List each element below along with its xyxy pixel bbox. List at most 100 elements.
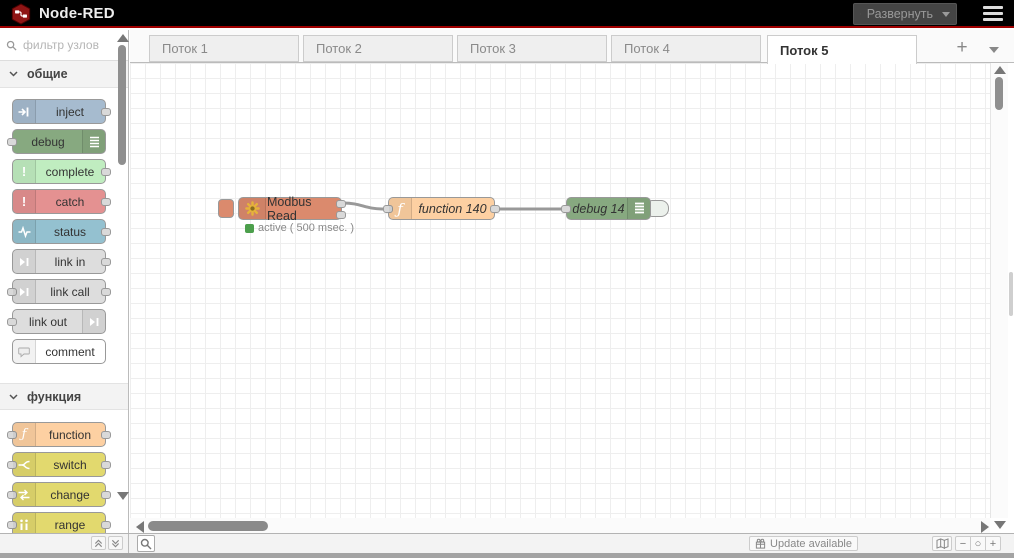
palette-scroll-up-icon[interactable] — [117, 34, 129, 42]
output-port — [101, 167, 111, 176]
palette-node-inject[interactable]: inject — [12, 99, 111, 124]
inject-icon — [18, 107, 29, 116]
double-chevron-down-icon — [111, 539, 120, 547]
canvas-hscrollbar-thumb[interactable] — [148, 521, 268, 531]
expand-all-button[interactable] — [108, 536, 123, 550]
canvas-node-modbus-read[interactable]: Modbus Read — [238, 195, 346, 223]
palette-node-complete[interactable]: ! complete — [12, 159, 111, 184]
palette-node-catch[interactable]: ! catch — [12, 189, 111, 214]
function-icon: ƒ — [397, 199, 403, 218]
palette-scroll-down-icon[interactable] — [117, 492, 129, 500]
tab-flow-5[interactable]: Поток 5 — [767, 35, 917, 64]
tab-flow-4[interactable]: Поток 4 — [611, 35, 761, 62]
input-port[interactable] — [383, 204, 393, 213]
palette-node-label: complete — [45, 164, 95, 179]
sidebar-splitter-handle[interactable] — [1009, 272, 1013, 316]
flow-list-caret-icon[interactable] — [989, 47, 999, 53]
canvas-hscrollbar-track[interactable] — [130, 518, 990, 533]
input-port — [7, 137, 17, 146]
palette-node-label: link in — [54, 254, 86, 269]
scroll-up-icon[interactable] — [994, 66, 1006, 74]
palette-node-comment[interactable]: comment — [12, 339, 106, 364]
node-status: active ( 500 msec. ) — [245, 222, 354, 234]
palette-category-function[interactable]: функция — [0, 383, 128, 410]
palette-node-range[interactable]: range — [7, 512, 111, 533]
deploy-button[interactable]: Развернуть — [853, 3, 957, 25]
main-menu-button[interactable] — [983, 6, 1003, 22]
double-chevron-up-icon — [94, 539, 103, 547]
update-available-button[interactable]: Update available — [749, 536, 858, 551]
link-out-icon — [89, 317, 98, 326]
palette-filter-input[interactable] — [21, 37, 113, 53]
wires-layer — [341, 201, 565, 211]
node-red-logo-icon — [11, 3, 31, 25]
zoom-controls: − ○ + — [955, 536, 1001, 551]
palette-category-function-nodes: ƒ function switch change range — [0, 410, 128, 533]
debug-enable-toggle[interactable] — [649, 200, 669, 217]
palette-node-label: status — [53, 224, 86, 239]
input-port — [7, 287, 17, 296]
collapse-all-button[interactable] — [91, 536, 106, 550]
window-edge — [0, 553, 1014, 558]
tab-label: Поток 4 — [624, 41, 670, 56]
tab-flow-1[interactable]: Поток 1 — [149, 35, 299, 62]
deploy-icon — [860, 13, 861, 15]
status-icon — [18, 225, 30, 238]
scroll-right-icon[interactable] — [981, 521, 989, 533]
navigator-toggle-button[interactable] — [932, 536, 952, 551]
tab-label: Поток 5 — [780, 42, 829, 58]
output-port-1[interactable] — [336, 200, 346, 208]
tab-label: Поток 3 — [470, 41, 516, 56]
canvas-node-debug-14[interactable]: debug 14 — [561, 197, 651, 220]
zoom-reset-button[interactable]: ○ — [970, 536, 986, 551]
canvas-search-button[interactable] — [137, 535, 155, 552]
link-call-icon — [19, 287, 28, 296]
tab-flow-2[interactable]: Поток 2 — [303, 35, 453, 62]
palette-node-link-out[interactable]: link out — [7, 309, 106, 334]
deploy-options-caret-icon[interactable] — [942, 11, 950, 17]
canvas-vscrollbar-track[interactable] — [990, 63, 1008, 518]
palette-node-function[interactable]: ƒ function — [7, 422, 111, 447]
zoom-in-button[interactable]: + — [985, 536, 1001, 551]
output-port — [101, 107, 111, 116]
palette-node-label: inject — [55, 104, 84, 119]
palette-node-link-in[interactable]: link in — [12, 249, 111, 274]
comment-icon — [18, 347, 30, 358]
output-port[interactable] — [490, 204, 500, 213]
input-port — [7, 490, 17, 499]
flow-canvas[interactable]: Modbus Read active ( 500 msec. ) ƒ funct… — [130, 63, 990, 518]
complete-icon: ! — [21, 164, 27, 179]
scroll-left-icon[interactable] — [136, 521, 144, 533]
palette-category-common[interactable]: общие — [0, 61, 128, 88]
palette-node-status[interactable]: status — [12, 219, 111, 244]
palette-node-label: debug — [31, 134, 65, 149]
palette: общие inject debug ! complete ! catch st… — [0, 30, 129, 533]
palette-scrollbar-thumb[interactable] — [118, 45, 126, 165]
canvas-node-function-140[interactable]: ƒ function 140 — [383, 197, 500, 220]
category-label: функция — [27, 389, 82, 404]
palette-node-change[interactable]: change — [7, 482, 111, 507]
add-flow-button[interactable]: + — [956, 37, 968, 58]
input-port[interactable] — [561, 204, 571, 213]
hamburger-icon — [983, 6, 1003, 9]
output-port — [101, 430, 111, 439]
zoom-out-button[interactable]: − — [955, 536, 971, 551]
switch-icon — [18, 460, 30, 469]
workspace-tabbar: Поток 1 Поток 2 Поток 3 Поток 4 Поток 5 … — [130, 30, 1014, 64]
palette-node-label: link call — [50, 284, 90, 299]
palette-node-debug[interactable]: debug — [7, 129, 106, 154]
modbus-icon — [244, 201, 260, 216]
wire-modbus-to-function[interactable] — [341, 201, 386, 211]
palette-node-switch[interactable]: switch — [7, 452, 111, 477]
modbus-inject-button[interactable] — [218, 199, 234, 218]
output-port-2[interactable] — [336, 211, 346, 219]
tab-flow-3[interactable]: Поток 3 — [457, 35, 607, 62]
palette-node-link-call[interactable]: link call — [7, 279, 111, 304]
status-dot-icon — [245, 223, 254, 233]
output-port — [101, 197, 111, 206]
input-port — [7, 430, 17, 439]
category-label: общие — [27, 67, 68, 81]
canvas-vscrollbar-thumb[interactable] — [995, 77, 1003, 110]
output-port — [101, 227, 111, 236]
scroll-down-icon[interactable] — [994, 521, 1006, 529]
